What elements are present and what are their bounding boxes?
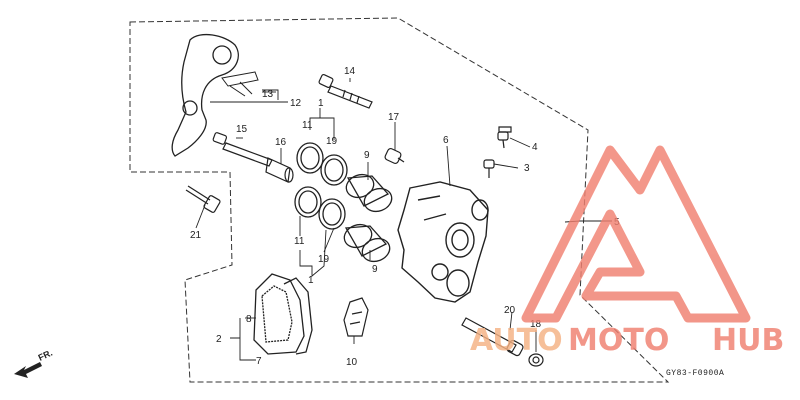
bleeder-cap-17 [384,147,405,165]
pin-15 [212,132,273,167]
callout-20: 20 [504,305,516,316]
assembly-outline [129,17,670,383]
caliper-bracket [171,33,239,157]
watermark-text-hub: HUB [712,323,784,358]
front-arrow-icon [14,362,42,378]
plug-18 [528,353,544,367]
callout-19-top: 19 [326,136,338,147]
callout-11-bottom: 11 [294,236,305,247]
brake-pad-rear [283,277,313,355]
callout-18: 18 [530,319,542,330]
boot-16 [265,157,294,183]
watermark-text-moto: MOTO [568,323,669,358]
bolt-3 [483,159,495,178]
caliper-body [397,181,489,303]
piston-9-lower [343,223,391,263]
watermark-text-auto: AUTO [470,323,563,358]
piston-9-upper [345,173,393,213]
pad-spring-13 [221,71,259,97]
callout-9-bottom: 9 [372,264,378,275]
front-direction-indicator: FR. [14,348,54,378]
piston-seals-lower [294,186,346,230]
callout-6: 6 [443,135,449,146]
watermark-logo: AUTO MOTO HUB [470,145,784,358]
callout-10: 10 [346,357,358,368]
pin-14 [318,73,373,109]
callout-15: 15 [236,124,248,135]
bleeder-screw-4 [497,126,512,149]
watermark-triangle-icon [521,145,751,323]
leader-lines [195,78,612,361]
callout-4: 4 [532,142,538,153]
diagram-code: GY83-F0900A [666,369,724,378]
callout-2: 2 [216,334,222,345]
callout-7: 7 [256,356,262,367]
brake-pad-front [253,273,305,355]
callout-3: 3 [524,163,530,174]
callout-12: 12 [290,98,302,109]
bolt-21 [185,185,221,213]
pad-retainer-10 [343,297,369,337]
callout-labels: 1 1 2 3 4 5 6 7 8 9 9 10 11 11 12 13 14 … [190,66,620,368]
piston-seals-upper [296,142,348,186]
callout-16: 16 [275,137,287,148]
callout-8: 8 [246,314,252,325]
callout-1-top: 1 [318,98,324,109]
callout-19-bottom: 19 [318,254,330,265]
callout-13: 13 [262,89,274,100]
front-label: FR. [37,348,54,363]
pin-20 [461,317,524,357]
callout-11-top: 11 [302,120,313,131]
callout-9-top: 9 [364,150,370,161]
callout-14: 14 [344,66,356,77]
callout-1-bottom: 1 [308,275,314,286]
callout-17: 17 [388,112,400,123]
callout-21: 21 [190,230,202,241]
